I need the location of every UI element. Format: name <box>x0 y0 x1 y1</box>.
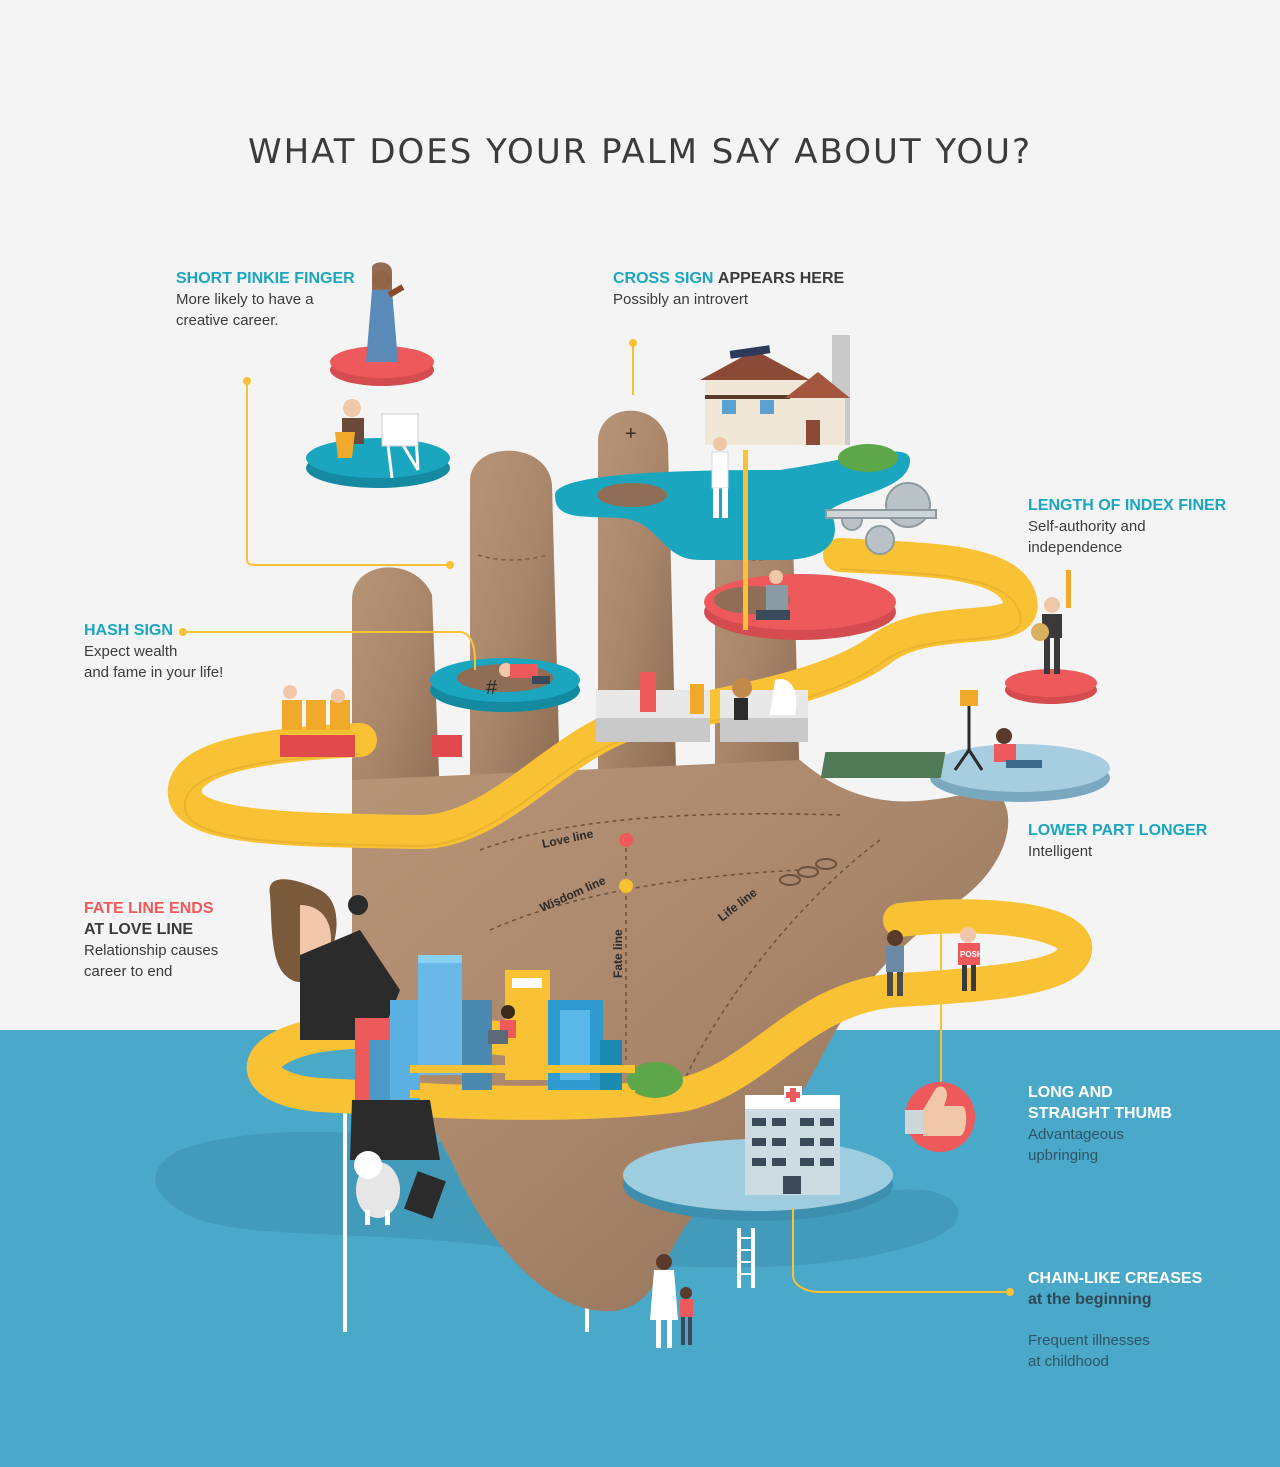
cat-icon <box>354 1151 400 1225</box>
gears-icon <box>825 482 937 555</box>
page-title: WHAT DOES YOUR PALM SAY ABOUT YOU? <box>247 132 1033 172</box>
note-heading-suffix: APPEARS HERE <box>717 270 845 287</box>
wisdom-line-dot <box>619 879 633 893</box>
painter-icon <box>335 399 420 479</box>
house-icon <box>700 335 898 472</box>
cross-sign-mark: + <box>625 423 637 445</box>
note-body: Expect wealth <box>84 643 178 660</box>
note-heading: CROSS SIGN APPEARS HERE <box>613 268 873 289</box>
note-subheading: at the beginning <box>1028 1291 1152 1308</box>
note-body: Advantageous <box>1028 1126 1124 1143</box>
note-heading: FATE LINE ENDS <box>84 900 214 917</box>
note-heading: CHAIN-LIKE CREASES <box>1028 1270 1203 1287</box>
love-line-dot <box>619 833 633 847</box>
note-body: Possibly an introvert <box>613 291 749 308</box>
note-chain: CHAIN-LIKE CREASES at the beginning Freq… <box>1028 1268 1258 1372</box>
note-body: career to end <box>84 963 173 980</box>
hash-figure <box>499 663 550 684</box>
hospital-icon <box>745 1086 840 1195</box>
pole <box>343 1100 347 1332</box>
platform-painter <box>306 438 450 488</box>
note-body: at childhood <box>1028 1353 1109 1370</box>
note-body: upbringing <box>1028 1147 1099 1164</box>
note-body: creative career. <box>176 312 279 329</box>
posh-label: POSH <box>960 950 983 959</box>
theater-seats-icon <box>280 685 462 757</box>
note-body: Relationship causes <box>84 942 219 959</box>
note-pinkie: SHORT PINKIE FINGER More likely to have … <box>176 268 376 331</box>
note-subheading: STRAIGHT THUMB <box>1028 1105 1172 1122</box>
note-body: Intelligent <box>1028 843 1093 860</box>
note-index: LENGTH OF INDEX FINER Self-authority and… <box>1028 495 1248 558</box>
chain-creases <box>779 858 837 886</box>
climbing-figure <box>756 570 790 620</box>
hash-sign-mark: # <box>486 677 498 699</box>
note-body: Frequent illnesses <box>1028 1332 1150 1349</box>
note-heading: SHORT PINKIE FINGER <box>176 270 355 287</box>
reader-icon <box>953 690 1042 771</box>
note-heading: LENGTH OF INDEX FINER <box>1028 497 1227 514</box>
mother-child-figures <box>650 1254 693 1348</box>
note-body: independence <box>1028 539 1123 556</box>
connector-lines <box>183 343 1010 1293</box>
ladder-icon <box>737 1228 741 1288</box>
platform-index <box>704 574 896 640</box>
cross-figure <box>711 437 729 518</box>
note-body: and fame in your life! <box>84 664 224 681</box>
note-body: Self-authority and <box>1028 518 1146 535</box>
family-figures: POSH <box>886 927 983 996</box>
platform-knight <box>1005 669 1097 704</box>
ladder-icon <box>743 450 748 630</box>
fate-line-label: Fate line <box>611 929 625 978</box>
note-cross: CROSS SIGN APPEARS HERE Possibly an intr… <box>613 268 873 310</box>
note-subheading: AT LOVE LINE <box>84 921 194 938</box>
giant-woman-figure <box>269 879 446 1219</box>
note-body: More likely to have a <box>176 291 314 308</box>
note-lower: LOWER PART LONGER Intelligent <box>1028 820 1248 862</box>
note-thumb: LONG AND STRAIGHT THUMB Advantageous upb… <box>1028 1082 1248 1166</box>
note-heading: LOWER PART LONGER <box>1028 822 1208 839</box>
platform-cross <box>555 451 910 560</box>
city-icon <box>355 955 683 1100</box>
note-heading-main: CROSS SIGN <box>613 270 714 287</box>
violin-player-icon <box>366 262 405 362</box>
note-hash: HASH SIGN Expect wealth and fame in your… <box>84 620 284 683</box>
note-fate: FATE LINE ENDS AT LOVE LINE Relationship… <box>84 898 284 982</box>
note-heading: HASH SIGN <box>84 622 173 639</box>
thumbs-up-icon <box>905 1082 975 1152</box>
knight-icon <box>1031 570 1071 674</box>
booths-icon <box>596 672 808 742</box>
connector-dots <box>179 339 1014 1296</box>
note-heading: LONG AND <box>1028 1084 1113 1101</box>
